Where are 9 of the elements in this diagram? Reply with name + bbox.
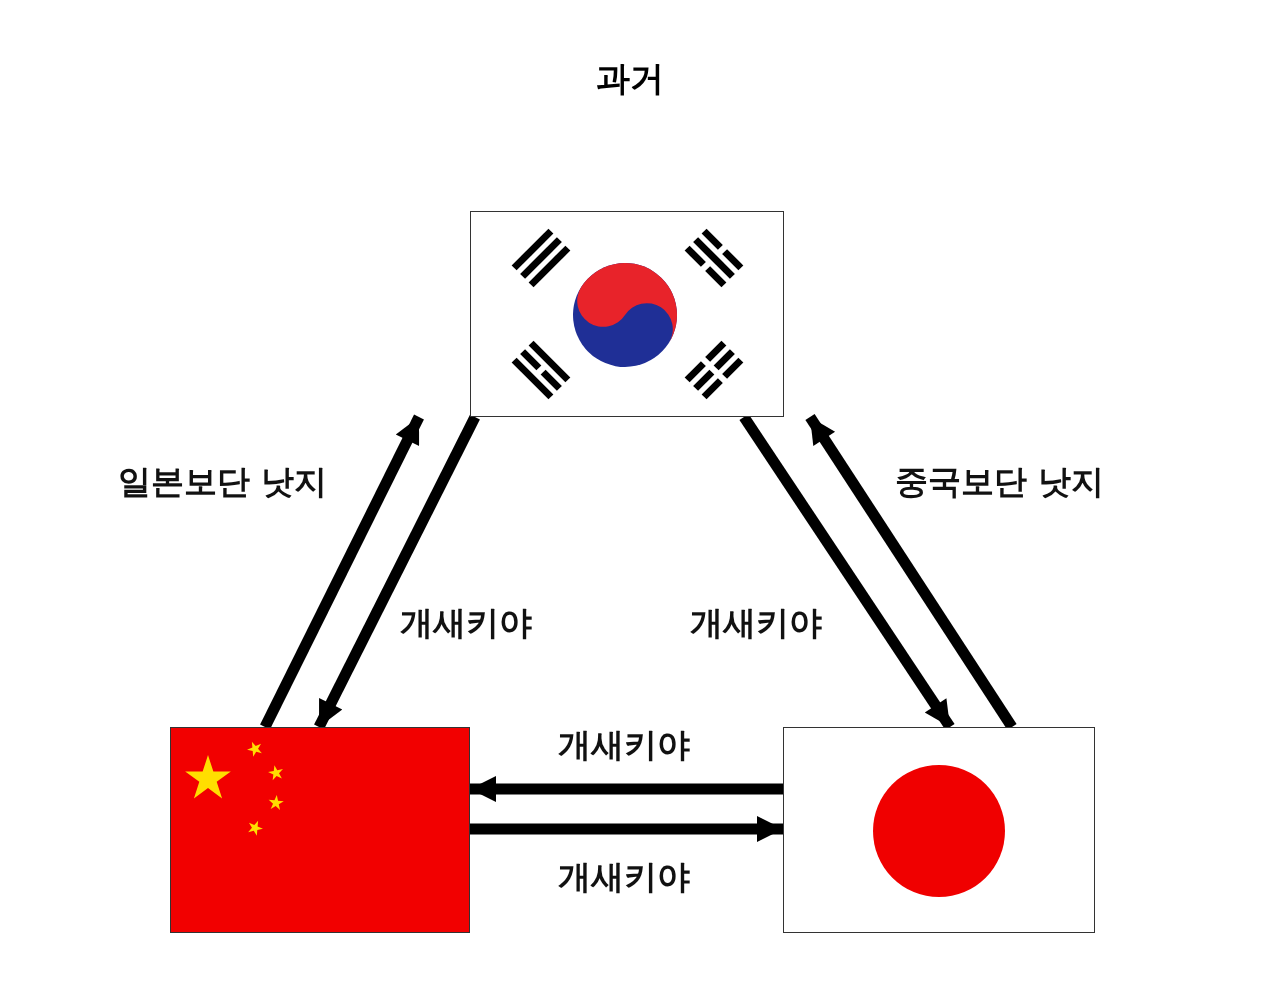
flag-drawing (783, 727, 1095, 933)
arrow (260, 414, 424, 730)
flag-drawing (170, 727, 470, 933)
arrow (314, 414, 480, 730)
flag-drawing (470, 211, 784, 417)
arrow (805, 414, 1017, 730)
arrow (470, 816, 783, 842)
title: 과거 (595, 57, 665, 100)
arrow (470, 776, 783, 802)
